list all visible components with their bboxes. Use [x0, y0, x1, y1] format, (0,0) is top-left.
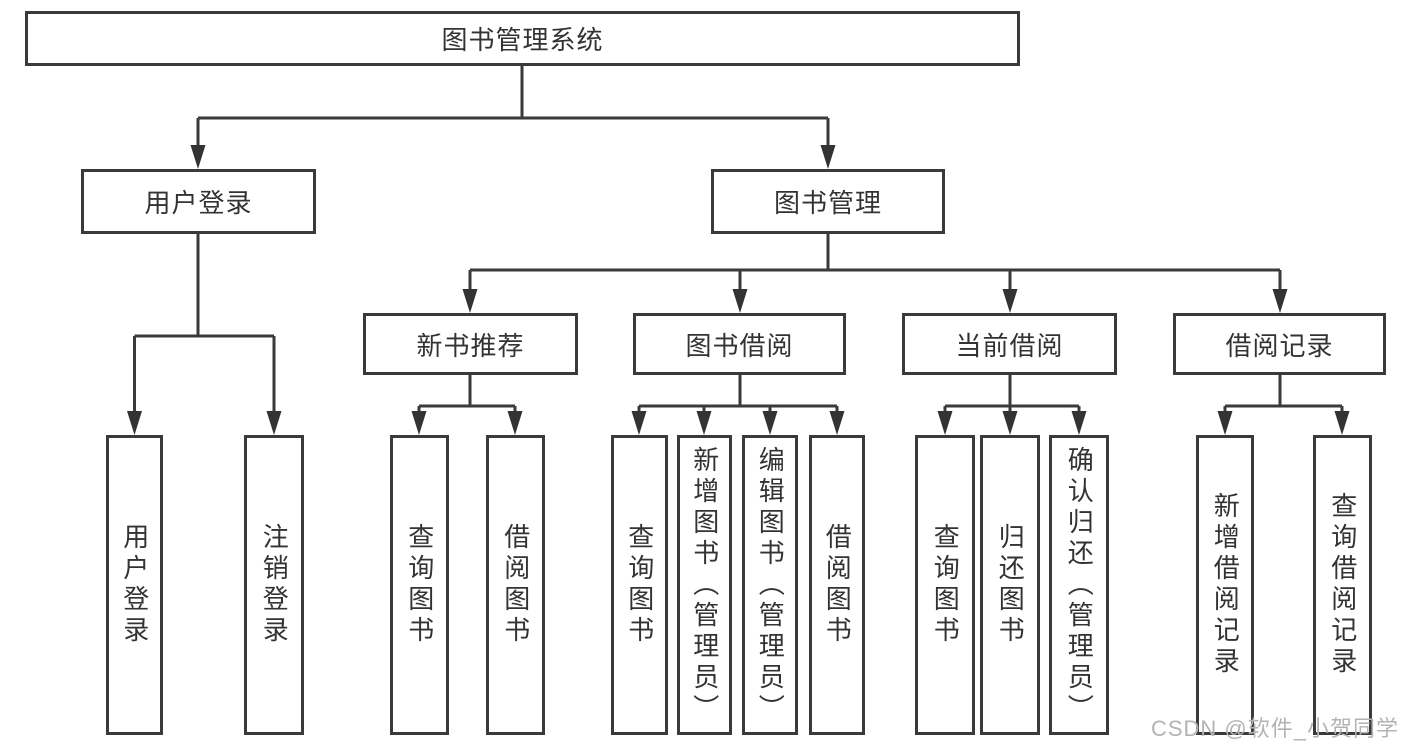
node-book-management-label: 图书管理	[773, 188, 882, 218]
leaf-newbook-borrow-books: 借阅图书	[486, 435, 545, 735]
leaf-logout-label: 注销登录	[259, 523, 290, 647]
leaf-current-query-books-label: 查询图书	[930, 523, 961, 647]
leaf-borrowing-add-books-admin: 新增图书（管理员）	[677, 435, 732, 735]
node-current-borrowing: 当前借阅	[902, 313, 1117, 375]
leaf-current-return-books-label: 归还图书	[995, 523, 1026, 647]
leaf-current-confirm-return-admin-label: 确认归还（管理员）	[1064, 445, 1095, 725]
leaf-records-query-borrow-record: 查询借阅记录	[1313, 435, 1372, 735]
node-book-borrowing: 图书借阅	[633, 313, 846, 375]
leaf-records-query-borrow-record-label: 查询借阅记录	[1327, 492, 1358, 678]
node-new-book-recommend-label: 新书推荐	[416, 330, 525, 361]
node-borrowing-records: 借阅记录	[1173, 313, 1386, 375]
leaf-newbook-query-books: 查询图书	[390, 435, 449, 735]
leaf-borrowing-edit-books-admin: 编辑图书（管理员）	[742, 435, 798, 735]
leaf-borrowing-borrow-books: 借阅图书	[809, 435, 865, 735]
leaf-logout: 注销登录	[244, 435, 304, 735]
leaf-records-add-borrow-record-label: 新增借阅记录	[1210, 492, 1241, 678]
node-root-system-label: 图书管理系统	[441, 25, 604, 55]
arrowhead-icons	[127, 145, 1350, 435]
leaf-current-query-books: 查询图书	[915, 435, 975, 735]
node-new-book-recommend: 新书推荐	[363, 313, 578, 375]
leaf-records-add-borrow-record: 新增借阅记录	[1196, 435, 1254, 735]
leaf-borrowing-query-books-label: 查询图书	[624, 523, 655, 647]
node-user-login: 用户登录	[81, 169, 316, 234]
leaf-borrowing-borrow-books-label: 借阅图书	[822, 523, 853, 647]
leaf-borrowing-add-books-admin-label: 新增图书（管理员）	[689, 445, 720, 725]
leaf-current-return-books: 归还图书	[980, 435, 1040, 735]
leaf-user-login: 用户登录	[106, 435, 163, 735]
leaf-newbook-query-books-label: 查询图书	[404, 523, 435, 647]
node-book-management: 图书管理	[711, 169, 945, 234]
node-book-borrowing-label: 图书借阅	[685, 330, 794, 361]
node-current-borrowing-label: 当前借阅	[955, 330, 1064, 361]
node-user-login-label: 用户登录	[144, 188, 253, 218]
node-borrowing-records-label: 借阅记录	[1225, 330, 1334, 361]
leaf-current-confirm-return-admin: 确认归还（管理员）	[1049, 435, 1109, 735]
node-root-system: 图书管理系统	[25, 11, 1020, 66]
leaf-borrowing-query-books: 查询图书	[611, 435, 668, 735]
leaf-user-login-label: 用户登录	[119, 523, 150, 647]
leaf-newbook-borrow-books-label: 借阅图书	[500, 523, 531, 647]
csdn-watermark: CSDN @软件_小贺同学	[1150, 716, 1399, 741]
leaf-borrowing-edit-books-admin-label: 编辑图书（管理员）	[755, 445, 786, 725]
